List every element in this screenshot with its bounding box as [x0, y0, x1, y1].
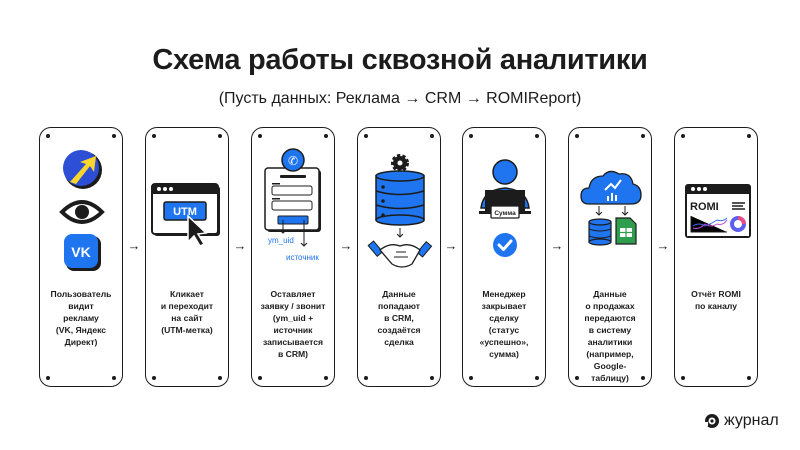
corner-dot — [430, 376, 434, 380]
step-label: Оставляет заявку / звонит (ym_uid + исто… — [260, 289, 326, 359]
vk-icon: VK — [64, 234, 101, 271]
corner-dot — [364, 376, 368, 380]
cloud-icon — [580, 170, 642, 205]
svg-text:источник: источник — [286, 253, 319, 262]
corner-dot — [218, 134, 222, 138]
svg-text:VK: VK — [71, 244, 90, 260]
ad-platforms-icon: VK — [40, 138, 122, 278]
corner-dot — [46, 376, 50, 380]
brand-logo: журнал — [704, 412, 779, 430]
romi-report-icon: ROMI — [675, 138, 757, 278]
step-card-3: ✆ ym_uid источник Оставляет заявку / зво… — [251, 127, 335, 387]
corner-dot — [681, 134, 685, 138]
corner-dot — [258, 376, 262, 380]
eye-icon — [59, 200, 105, 224]
corner-dot — [747, 134, 751, 138]
journal-logo-icon — [705, 414, 719, 428]
crm-database-icon — [358, 138, 440, 278]
arrow-icon: → — [233, 238, 247, 253]
checkmark-icon — [493, 233, 517, 257]
corner-dot — [469, 134, 473, 138]
arrow-icon: → — [550, 238, 564, 253]
arrow-icon: → — [127, 238, 141, 253]
step-label: Менеджер закрывает сделку (статус «успеш… — [479, 289, 529, 359]
step-card-5: Сумма Менеджер закрывает сделку (статус … — [462, 127, 546, 387]
database-icon — [588, 218, 612, 246]
step-label: Кликает и переходит на сайт (UTM-метка) — [160, 289, 214, 335]
corner-dot — [430, 134, 434, 138]
corner-dot — [324, 134, 328, 138]
page-title: Схема работы сквозной аналитики — [152, 44, 648, 76]
step-card-6: Данные о продажах передаются в систему а… — [568, 127, 652, 387]
corner-dot — [218, 376, 222, 380]
corner-dot — [46, 134, 50, 138]
corner-dot — [364, 134, 368, 138]
google-sheets-icon — [615, 217, 637, 245]
form-call-icon: ✆ ym_uid источник — [252, 138, 334, 278]
step-label: Данные о продажах передаются в систему а… — [584, 289, 636, 383]
corner-dot — [681, 376, 685, 380]
gear-icon — [391, 154, 409, 172]
handshake-icon — [367, 240, 433, 268]
page-subtitle: (Пусть данных: Реклама → CRM → ROMIRepor… — [218, 90, 582, 107]
corner-dot — [152, 134, 156, 138]
svg-text:Сумма: Сумма — [494, 210, 516, 217]
step-card-1: VK Пользователь видит рекламу (VK, Яндек… — [39, 127, 123, 387]
corner-dot — [575, 134, 579, 138]
cloud-analytics-icon — [569, 138, 651, 278]
corner-dot — [112, 376, 116, 380]
corner-dot — [535, 376, 539, 380]
svg-text:✆: ✆ — [288, 154, 298, 168]
corner-dot — [641, 376, 645, 380]
corner-dot — [258, 134, 262, 138]
arrow-icon: → — [339, 238, 353, 253]
manager-deal-icon: Сумма — [463, 138, 545, 278]
step-card-2: UTM Кликает и переходит на сайт (UTM-мет… — [145, 127, 229, 387]
brand-name: журнал — [724, 412, 779, 429]
corner-dot — [575, 376, 579, 380]
step-card-4: Данные попадают в CRM, создаётся сделка — [357, 127, 441, 387]
corner-dot — [535, 134, 539, 138]
utm-click-icon: UTM — [146, 138, 228, 278]
svg-text:ym_uid: ym_uid — [268, 236, 294, 245]
step-label: Данные попадают в CRM, создаётся сделка — [377, 289, 421, 347]
corner-dot — [469, 376, 473, 380]
laptop-icon: Сумма — [479, 190, 531, 219]
arrow-icon: → — [656, 238, 670, 253]
corner-dot — [641, 134, 645, 138]
step-card-7: ROMI Отчёт ROMI по каналу — [674, 127, 758, 387]
corner-dot — [747, 376, 751, 380]
svg-text:ROMI: ROMI — [690, 201, 719, 213]
step-label: Отчёт ROMI по каналу — [691, 289, 741, 311]
corner-dot — [152, 376, 156, 380]
arrow-icon: → — [444, 238, 458, 253]
corner-dot — [324, 376, 328, 380]
yandex-direct-icon — [63, 150, 102, 189]
svg-text:UTM: UTM — [173, 206, 197, 218]
corner-dot — [112, 134, 116, 138]
step-label: Пользователь видит рекламу (VK, Яндекс Д… — [50, 289, 112, 347]
database-icon — [375, 170, 425, 226]
